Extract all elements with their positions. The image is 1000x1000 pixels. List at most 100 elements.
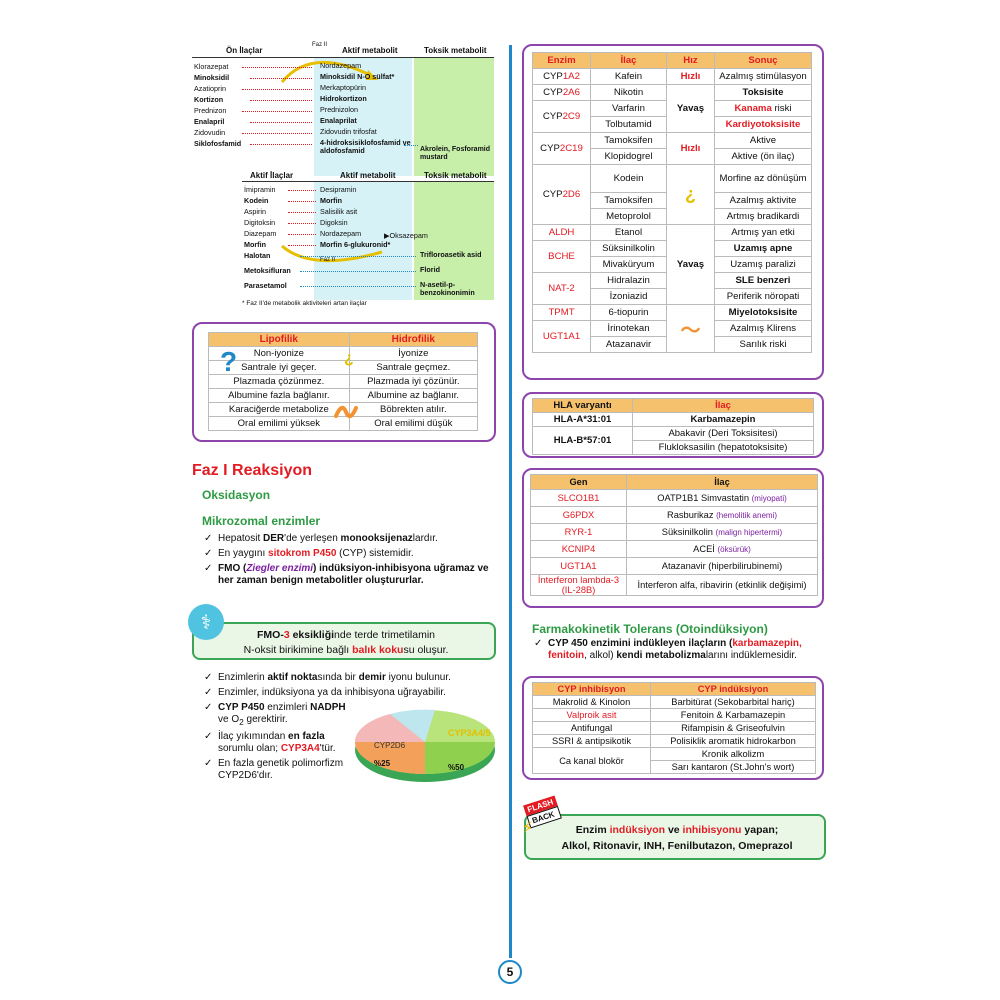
page-number: 5 (498, 960, 522, 984)
wave-icon: 〜 (680, 320, 701, 342)
tolerans-bullets: CYP 450 enzimini indükleyen ilaçların (k… (532, 638, 824, 665)
prodrug-arrow (242, 89, 312, 90)
active-drug-arrow (288, 212, 316, 213)
hidro-cell: Oral emilimi düşük (348, 416, 479, 431)
enzyme-result: Azalmış stimülasyon (714, 68, 812, 85)
enz-header-enzim: Enzim (532, 52, 591, 69)
active-drug-arrow (288, 223, 316, 224)
lipo-row: Santrale iyi geçer.Santrale geçmez. (208, 360, 479, 375)
header-active-metabolite: Aktif metabolit (342, 46, 398, 55)
lipo-header: Lipofilik (208, 332, 350, 347)
prodrug-name: Klorazepat (194, 62, 229, 71)
bullet-fmo: FMO (Ziegler enzimi) indüksiyon-inhibisy… (202, 563, 502, 587)
pie-label-cyp2d6: CYP2D6 (374, 741, 406, 750)
enzyme-name: CYP2A6 (532, 84, 591, 101)
gene-name: SLCO1B1 (530, 489, 627, 507)
stethoscope-icon: ⚕ (188, 604, 224, 640)
enzyme-drug: Hidralazin (590, 272, 667, 289)
enzyme-drug: Tamoksifen (590, 132, 667, 149)
tolerans-title: Farmakokinetik Tolerans (Otoindüksiyon) (532, 622, 768, 636)
hla-drug: Abakavir (Deri Toksisitesi) (632, 426, 814, 441)
enzyme-speed: Hızlı (666, 68, 715, 85)
enzyme-speed: Yavaş (666, 224, 715, 305)
gene-name: G6PDX (530, 506, 627, 524)
faz1-bullets: Hepatosit DER'de yerleşen monooksijenazl… (202, 533, 502, 590)
cyp-inhibitor: Valproik asit (532, 708, 651, 722)
prodrug-toxic: Akrolein, Fosforamid mustard (420, 146, 491, 161)
hidro-cell: Santrale geçmez. (348, 360, 479, 375)
enzyme-name: BCHE (532, 240, 591, 273)
hidro-cell: Böbrekten atılır. (348, 402, 479, 417)
cyp-inducer: Rifampisin & Griseofulvin (650, 721, 816, 735)
enzyme-drug: Etanol (590, 224, 667, 241)
prodrug-arrow (250, 122, 312, 123)
gene-drug: Rasburikaz (hemolitik anemi) (626, 506, 818, 524)
header-toxic-metabolite: Toksik metabolit (424, 46, 487, 55)
prodrug-toxic-arrow (404, 145, 418, 146)
cyp-inducer: Fenitoin & Karbamazepin (650, 708, 816, 722)
active-drug-arrow (288, 234, 316, 235)
enz-header-sonuc: Sonuç (714, 52, 812, 69)
gen-header-gen: Gen (530, 474, 627, 490)
squiggle-icon: ¿ (685, 184, 696, 204)
flashback-box: Enzim indüksiyon ve inhibisyonu yapan; A… (524, 814, 826, 860)
enzyme-result: Kanama riski (714, 100, 812, 117)
cyp-header-induksiyon: CYP indüksiyon (650, 682, 816, 696)
bullet-demir: Enzimlerin aktif noktasında bir demir iy… (202, 672, 502, 684)
prodrug-arrow (242, 111, 312, 112)
gene-drug: Atazanavir (hiperbilirubinemi) (626, 557, 818, 575)
tolerans-text: CYP 450 enzimini indükleyen ilaçların (k… (532, 638, 824, 662)
enzyme-result: Azalmış aktivite (714, 192, 812, 209)
gene-name: İnterferon lambda-3 (IL-28B) (530, 574, 627, 596)
hla-drug: Karbamazepin (632, 412, 814, 427)
enzyme-drug: Klopidogrel (590, 148, 667, 165)
prodrug-metabolite: Merkaptopürin (320, 83, 366, 92)
prodrug-name: Prednizon (194, 106, 227, 115)
footnote: * Faz II'de metabolik aktiviteleri artan… (242, 300, 367, 307)
enzyme-drug: Mivaküryum (590, 256, 667, 273)
cyp-box: CYP inhibisyon CYP indüksiyon Makrolid &… (522, 676, 824, 780)
enzyme-drug: İzoniazid (590, 288, 667, 305)
active-drug-metabolite: Digoksin (320, 218, 348, 227)
hidro-cell: İyonize (348, 346, 479, 361)
gen-header-ilac: İlaç (626, 474, 818, 490)
enzyme-drug: Kafein (590, 68, 667, 85)
enzyme-speed: Yavaş (666, 84, 715, 133)
active-drug-arrow (288, 201, 316, 202)
pie-slice-cyp3a4 (425, 742, 495, 774)
faz1-title: Faz I Reaksiyon (192, 462, 313, 479)
lipo-cell: Oral emilimi yüksek (208, 416, 350, 431)
enzyme-drug: Süksinilkolin (590, 240, 667, 257)
hla-variant: HLA-B*57:01 (532, 426, 633, 455)
enzyme-result: Sarılık riski (714, 336, 812, 353)
active-drug-metabolite: Nordazepam (320, 229, 362, 238)
active-drug-extra: ▶Oksazepam (384, 231, 428, 240)
enz-header-hiz: Hız (666, 52, 715, 69)
enzyme-drug: Metoprolol (590, 208, 667, 225)
enz-header-ilac: İlaç (590, 52, 667, 69)
enzyme-result: Uzamış apne (714, 240, 812, 257)
pie-pct-big: %50 (448, 763, 465, 772)
lipo-cell: Karaciğerde metabolize (208, 402, 350, 417)
prodrug-name: Minoksidil (194, 73, 230, 82)
toxic-arrow (300, 271, 416, 272)
question-mark-icon: ? (220, 346, 238, 377)
enzyme-name: CYP2C9 (532, 100, 591, 133)
gene-row: İnterferon lambda-3 (IL-28B)İnterferon a… (530, 574, 818, 596)
hidro-cell: Plazmada iyi çözünür. (348, 374, 479, 389)
pie-pct-mid: %25 (374, 759, 391, 768)
faz2-curve-arrow-2 (281, 244, 383, 263)
toxic-arrow (300, 286, 416, 287)
hla-header-variant: HLA varyantı (532, 398, 633, 413)
